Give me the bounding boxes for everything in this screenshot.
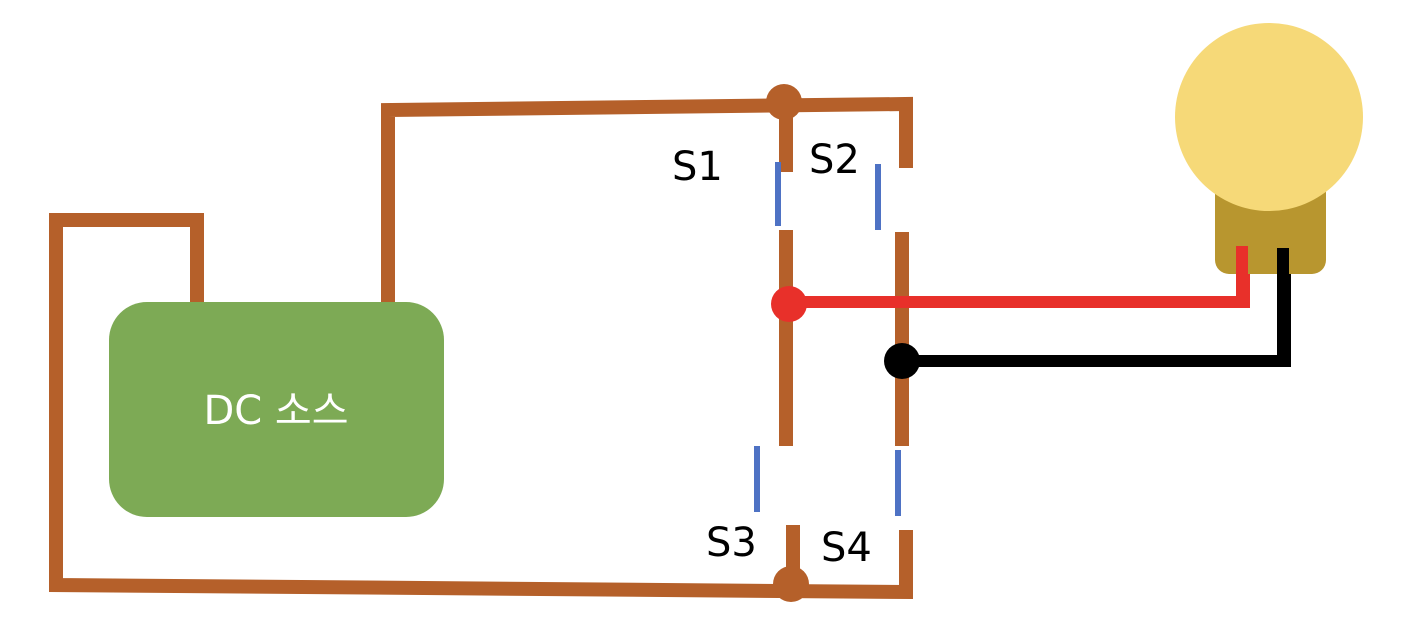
right-output-node	[884, 343, 920, 379]
switch-label-s3: S3	[706, 520, 757, 566]
switch-blades	[754, 162, 901, 516]
return-wire	[49, 213, 913, 600]
switch-label-s1: S1	[672, 144, 723, 190]
dc-source: DC 소스	[109, 302, 444, 517]
circuit-wires	[49, 96, 913, 600]
top-junction-node	[766, 84, 802, 120]
supply-wire	[381, 96, 913, 302]
left-output-node	[771, 286, 807, 322]
switch-label-s2: S2	[809, 137, 860, 183]
switch-label-s4: S4	[821, 525, 872, 571]
positive-load-wire	[788, 248, 1250, 308]
bottom-junction-node	[773, 566, 809, 602]
dc-source-box	[109, 302, 444, 517]
dc-source-label: DC 소스	[203, 388, 348, 434]
light-bulb	[1175, 23, 1363, 361]
bulb-glass	[1175, 23, 1363, 211]
